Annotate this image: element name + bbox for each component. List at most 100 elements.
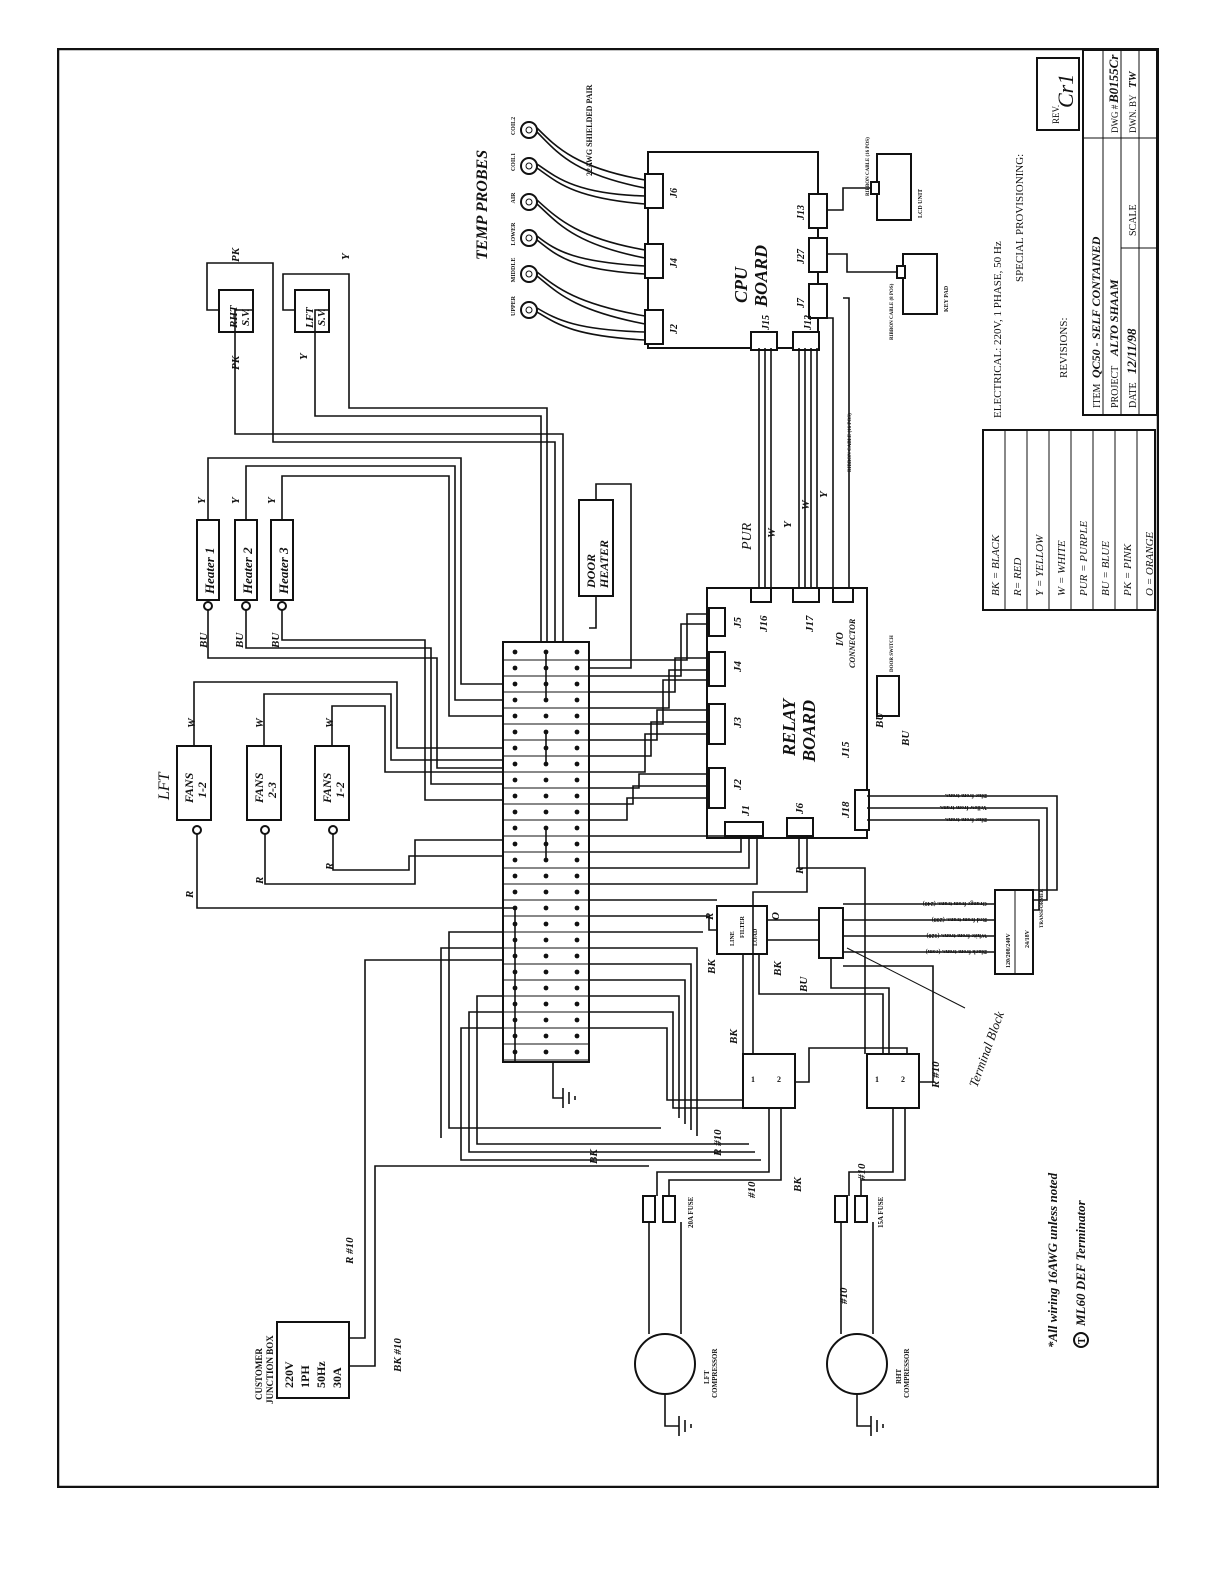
probe-label: COIL2 (511, 117, 517, 135)
wire-label-y-2: Y (298, 352, 310, 360)
cpu-jack-j2: J2 (669, 324, 680, 335)
cpu-board-label: CPU (731, 266, 751, 303)
rht-solenoid-valve: RHT S.V. (218, 289, 254, 333)
wire-labels: PK PK Y Y Y Y Y BU BU BU W W W R R R PUR… (184, 247, 942, 1373)
relay-board-label: RELAY (779, 697, 799, 757)
fans-3-label: FANS (320, 772, 334, 804)
transformer: 120/208/240V 24/18V TRANSFORMER Orange f… (843, 792, 1058, 975)
lft-solenoid-valve: LFT S.V. (294, 289, 330, 333)
junction-box-label: CUSTOMER (254, 1348, 264, 1400)
cpu-jack-j13: J13 (796, 205, 807, 221)
electrical-notes: ELECTRICAL: 220V, 1 PHASE, 50 Hz SPECIAL… (992, 154, 1070, 418)
lft-sv-label: LFT (304, 306, 316, 329)
temp-probes: TEMP PROBES 22AWG SHIELDED PAIR COIL2COI… (474, 84, 594, 319)
contactor-left: 1 2 (742, 1053, 796, 1109)
compressor-left-label-2: COMPRESSOR (711, 1348, 719, 1398)
fans-2-label: FANS (252, 772, 266, 804)
door-switch (876, 675, 900, 717)
relay-jack-j3: J3 (732, 717, 744, 730)
wire-label-n10-a: #10 (746, 1181, 758, 1199)
legend-entry: BK = BLACK (990, 534, 1002, 596)
rev-box (1036, 57, 1080, 131)
terminal-strip (502, 641, 590, 1063)
wire-label-w-fan3: W (324, 717, 336, 728)
door-switch-label: DOOR SWITCH (890, 635, 895, 672)
wire-label-r-fan3: R (324, 863, 336, 871)
fans-2-range: 2-3 (265, 782, 279, 799)
ribbon-key-label: RIBBON CABLE (8 POS) (890, 283, 895, 340)
relay-jack-j5: J5 (732, 617, 744, 630)
legend-entry: W = WHITE (1056, 540, 1068, 596)
wire-label-y-cpu2: Y (818, 490, 830, 498)
probe-sensor (520, 265, 538, 283)
probe-sensor (520, 301, 538, 319)
cpu-board-label-2: BOARD (751, 245, 771, 308)
fans-group-label: LFT (156, 771, 173, 801)
wire-label-r-fan2: R (254, 877, 266, 885)
junction-spec-freq: 50Hz (314, 1361, 328, 1388)
wiring-diagram: ITEM QC50 - SELF CONTAINED PROJECT ALTO … (56, 47, 1160, 1489)
wire-label-bk-left: BK (588, 1149, 600, 1165)
svg-text:2: 2 (901, 1075, 905, 1084)
terminator-note: ML60 DEF Terminator (1073, 1199, 1088, 1327)
cpu-jack-j4: J4 (669, 258, 680, 269)
rev-value: Cr1 (1053, 74, 1078, 108)
terminal-block-label: Terminal Block (966, 1009, 1007, 1089)
svg-text:1: 1 (751, 1075, 755, 1084)
date-value: 12/11/98 (1124, 328, 1139, 374)
cpu-jack-j6: J6 (669, 188, 680, 199)
relay-board-label-2: BOARD (799, 700, 819, 763)
fuse-right-label: 15A FUSE (877, 1196, 885, 1228)
probe-label: UPPER (511, 295, 517, 316)
probe-cable-label: 22AWG SHIELDED PAIR (585, 84, 594, 176)
io-connector-label: I/O (835, 632, 846, 647)
wire-label-w-fan1: W (186, 717, 198, 728)
wire-label-y-cpu1: Y (782, 520, 794, 528)
probe-sensor (520, 229, 538, 247)
wire-label-bk-mid: BK (792, 1177, 804, 1193)
date-label: DATE (1128, 382, 1139, 408)
item-label: ITEM (1092, 383, 1103, 408)
compressor-right-label: RHT (895, 1369, 903, 1385)
cpu-board: CPU BOARD J6 J4 J2 J13 J27 J7 J15 J12 (644, 151, 828, 351)
junction-spec-phase: 1PH (298, 1365, 312, 1388)
wiring (193, 127, 934, 1196)
dwn-label: DWN. BY (1128, 94, 1138, 133)
heater-2-label: Heater 2 (240, 547, 255, 595)
wire-label-r10-mid: R #10 (712, 1129, 724, 1157)
dwn-value: TW (1127, 70, 1139, 88)
schematic-sheet: ITEM QC50 - SELF CONTAINED PROJECT ALTO … (56, 47, 1160, 1489)
wire-label-bu-heater1: BU (198, 632, 210, 649)
probe-label: AIR (511, 192, 517, 204)
relay-jack-j6: J6 (794, 803, 806, 816)
transformer-secondary-lead-label: Blue from trans. (944, 792, 987, 798)
wire-label-bu-block: BU (798, 976, 810, 993)
wiring-notes: *All wiring 16AWG unless noted T ML60 DE… (1045, 1172, 1089, 1348)
transformer-secondary: 24/18V (1025, 929, 1031, 948)
wire-label-bk-filter2: BK (772, 961, 784, 977)
transformer-lead-label: Black from trans. (com) (926, 948, 987, 955)
relay-jack-j18: J18 (840, 801, 852, 819)
relay-jack-j1: J1 (740, 805, 752, 817)
cpu-jack-j27: J27 (796, 248, 807, 265)
fans: FANS 1-2 FANS 2-3 FANS 1-2 LFT (156, 745, 350, 835)
probe-sensor (520, 121, 538, 139)
heaters: Heater 1 Heater 2 Heater 3 (196, 519, 294, 611)
harness-j15-j16 (758, 348, 772, 588)
fuses: 20A FUSE 15A FUSE (642, 1195, 885, 1228)
ribbon-lcd-label: RIBBON CABLE (16 POS) (866, 137, 871, 196)
filter-label: FILTER (740, 916, 746, 938)
fans-1-label: FANS (182, 772, 196, 804)
filter-line-label: LINE (730, 931, 736, 946)
wire-label-w-fan2: W (254, 717, 266, 728)
transformer-label: TRANSFORMER (1040, 888, 1045, 928)
project-label: PROJECT (1110, 366, 1121, 408)
relay-jack-j17: J17 (804, 615, 816, 633)
door-heater: DOOR HEATER (578, 499, 614, 597)
key-pad: KEY PAD RIBBON CABLE (8 POS) (827, 253, 950, 340)
legend-entry: R= RED (1012, 558, 1024, 597)
wire-label-n10-b: #10 (856, 1163, 868, 1181)
probe-sensor (520, 193, 538, 211)
transformer-secondary-lead-label: Yellow from trans. (939, 804, 987, 810)
wire-label-bu-door1: BU (874, 712, 886, 729)
